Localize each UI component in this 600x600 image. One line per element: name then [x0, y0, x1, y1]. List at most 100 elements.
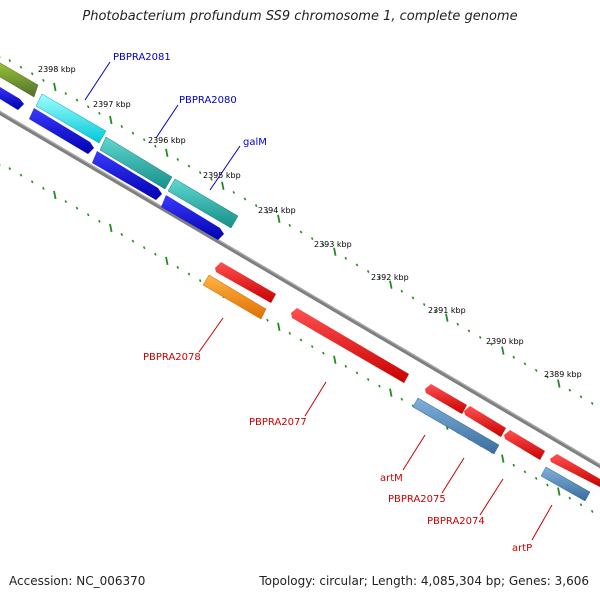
label-artM[interactable]: artM [380, 473, 403, 484]
ruler-minor-tick [310, 237, 314, 241]
ruler-minor-tick [187, 164, 191, 168]
accession-text: Accession: NC_006370 [9, 574, 146, 588]
label-galM[interactable]: galM [243, 137, 267, 148]
ruler-minor-tick [299, 338, 303, 342]
label-artP[interactable]: artP [512, 543, 532, 554]
ruler-major-tick [389, 388, 393, 397]
gene-galM-arrow[interactable] [167, 178, 239, 229]
ruler-minor-tick [8, 167, 12, 171]
ruler-minor-tick [534, 476, 538, 480]
ruler-minor-tick [198, 171, 202, 175]
ruler-label-2398: 2398 kbp [38, 65, 76, 74]
ruler-minor-tick [142, 246, 146, 250]
ruler-minor-tick [366, 270, 370, 274]
ruler-minor-tick [8, 59, 12, 63]
ruler-label-2396: 2396 kbp [148, 136, 186, 145]
label-PBPRA2078[interactable]: PBPRA2078 [143, 352, 201, 363]
ruler-ticks-upper [0, 55, 594, 405]
ruler-minor-tick [42, 78, 45, 82]
ruler-minor-tick [579, 503, 583, 507]
ruler-label-2392: 2392 kbp [371, 273, 409, 282]
ruler-major-tick [501, 454, 505, 463]
ruler-minor-tick [434, 309, 437, 313]
ruler-minor-tick [19, 173, 23, 177]
label-PBPRA2075[interactable]: PBPRA2075 [388, 494, 446, 505]
ruler-minor-tick [288, 223, 292, 227]
ruler-minor-tick [490, 342, 493, 346]
ruler-minor-tick [254, 204, 258, 208]
ruler-label-2397: 2397 kbp [93, 100, 131, 109]
gene-PBPRA2074-red-arrow[interactable] [504, 430, 545, 460]
ruler-minor-tick [86, 105, 90, 109]
ruler-minor-tick [523, 470, 527, 474]
ruler-minor-tick [187, 272, 191, 276]
ruler-minor-tick [232, 190, 236, 194]
forward-leader-lines [84, 61, 241, 191]
label-PBPRA2077[interactable]: PBPRA2077 [249, 417, 307, 428]
ruler-minor-tick [590, 509, 594, 513]
ruler-minor-tick [512, 463, 516, 467]
ruler-minor-tick [590, 401, 594, 405]
ruler-minor-tick [86, 213, 90, 217]
gene-blue-arrow-2[interactable] [29, 108, 94, 154]
ruler-minor-tick [120, 233, 124, 236]
ruler-minor-tick [534, 368, 538, 372]
gene-PBPRA2078-arrow[interactable] [202, 274, 267, 320]
map-title: Photobacterium profundum SS9 chromosome … [82, 9, 518, 24]
ruler-major-tick [557, 379, 561, 388]
ruler-minor-tick [411, 296, 415, 300]
ruler-minor-tick [355, 263, 359, 267]
ruler-minor-tick [400, 397, 404, 401]
ruler-minor-tick [198, 279, 202, 283]
gene-blue-arrow-4[interactable] [161, 195, 224, 240]
ruler-major-tick [165, 256, 169, 266]
ruler-minor-tick [344, 364, 348, 368]
ruler-minor-tick [288, 331, 292, 335]
gene-red-arrow-upper[interactable] [215, 262, 276, 303]
label-PBPRA2080[interactable]: PBPRA2080 [179, 95, 237, 106]
label-PBPRA2081[interactable]: PBPRA2081 [113, 52, 171, 63]
ruler-major-tick [277, 214, 281, 223]
ruler-minor-tick [478, 335, 482, 339]
ruler-major-tick [333, 355, 337, 364]
gene-artM-arrow[interactable] [425, 384, 467, 414]
ruler-minor-tick [243, 197, 247, 201]
ruler-minor-tick [64, 92, 68, 96]
ruler-minor-tick [310, 345, 314, 349]
label-PBPRA2074[interactable]: PBPRA2074 [427, 516, 485, 527]
ruler-label-2394: 2394 kbp [258, 206, 296, 215]
ruler-minor-tick [467, 329, 471, 333]
ruler-minor-tick [176, 265, 180, 269]
gene-PBPRA2080-arrow[interactable] [99, 136, 173, 190]
ruler-label-2395: 2395 kbp [203, 171, 241, 180]
ruler-minor-tick [400, 289, 404, 293]
ruler-label-2391: 2391 kbp [428, 306, 466, 315]
gene-PBPRA2075-red-arrow[interactable] [464, 406, 506, 437]
gene-steelblue-1[interactable] [412, 397, 500, 455]
ruler-label-2389: 2389 kbp [544, 370, 582, 379]
ruler-minor-tick [75, 206, 79, 210]
ruler-minor-tick [154, 252, 157, 256]
ruler-minor-tick [266, 318, 269, 322]
ruler-minor-tick [131, 239, 135, 243]
ruler-major-tick [445, 313, 449, 322]
ruler-minor-tick [299, 230, 303, 234]
ruler-major-tick [557, 487, 561, 496]
gene-steelblue-2[interactable] [540, 466, 591, 502]
ruler-minor-tick [154, 144, 157, 148]
ruler-minor-tick [344, 256, 348, 260]
ruler-minor-tick [176, 157, 180, 161]
ruler-major-tick [53, 82, 57, 92]
ruler-minor-tick [131, 131, 135, 135]
gene-artP-red-arrow[interactable] [550, 454, 600, 487]
gene-PBPRA2081-arrow[interactable] [35, 93, 107, 144]
gene-blue-arrow-1[interactable] [0, 84, 24, 110]
topology-text: Topology: circular; Length: 4,085,304 bp… [259, 574, 589, 588]
gene-PBPRA2077-arrow[interactable] [291, 308, 409, 383]
ruler-major-tick [109, 115, 113, 125]
chromosome-backbone [0, 110, 600, 469]
gene-olive-arrow[interactable] [0, 60, 39, 98]
gene-blue-arrow-3[interactable] [92, 151, 162, 200]
